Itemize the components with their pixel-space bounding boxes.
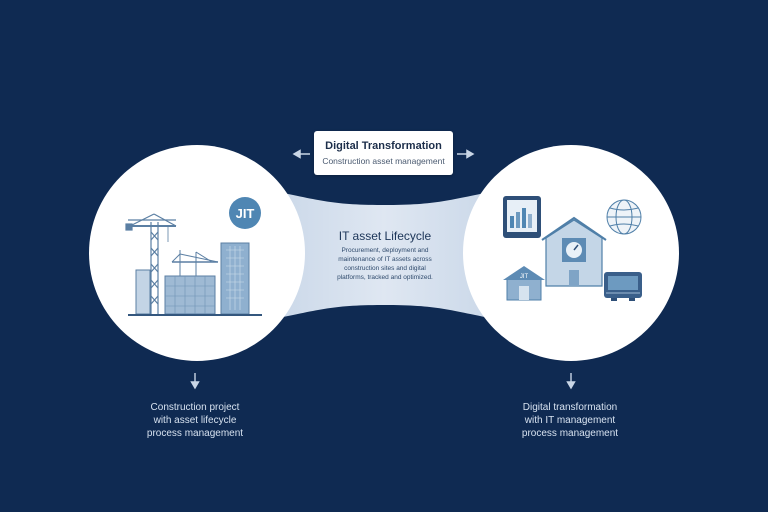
right-caption: Digital transformation with IT managemen… <box>490 401 650 440</box>
arrow-down-icon <box>190 373 576 390</box>
center-body-line: construction sites and digital <box>344 265 426 272</box>
left-caption-line: Construction project <box>150 402 240 413</box>
jit-badge-label: JIT <box>236 206 255 221</box>
header-subtitle: Construction asset management <box>322 156 445 166</box>
tower-crane-icon <box>125 213 177 314</box>
left-caption-line: with asset lifecycle <box>153 415 237 426</box>
header-title: Digital Transformation <box>325 140 442 152</box>
connector-bridge <box>268 190 500 320</box>
left-caption: Construction project with asset lifecycl… <box>115 401 275 440</box>
center-body: Procurement, deployment and maintenance … <box>318 246 452 282</box>
center-body-line: platforms, tracked and optimized. <box>337 274 433 281</box>
small-house-icon: JIT <box>503 266 545 301</box>
center-block: IT asset Lifecycle Procurement, deployme… <box>318 228 452 282</box>
server-device-icon <box>604 272 642 301</box>
double-headed-arrow-icon <box>292 149 475 159</box>
right-caption-line: process management <box>521 428 619 439</box>
construction-building-icon <box>135 250 219 315</box>
left-caption-line: process management <box>146 428 244 439</box>
tablet-chart-icon <box>503 196 541 238</box>
small-house-sign: JIT <box>520 274 529 280</box>
jit-badge-icon: JIT <box>229 197 261 229</box>
center-body-line: maintenance of IT assets across <box>338 256 432 263</box>
globe-icon <box>606 199 642 235</box>
center-body-line: Procurement, deployment and <box>341 247 429 254</box>
center-title: IT asset Lifecycle <box>338 229 432 243</box>
right-caption-line: with IT management <box>524 415 616 426</box>
house-gauge-icon <box>541 216 607 287</box>
office-building-icon <box>220 242 250 315</box>
right-caption-line: Digital transformation <box>522 402 618 413</box>
header-card: Digital Transformation Construction asse… <box>314 131 453 175</box>
